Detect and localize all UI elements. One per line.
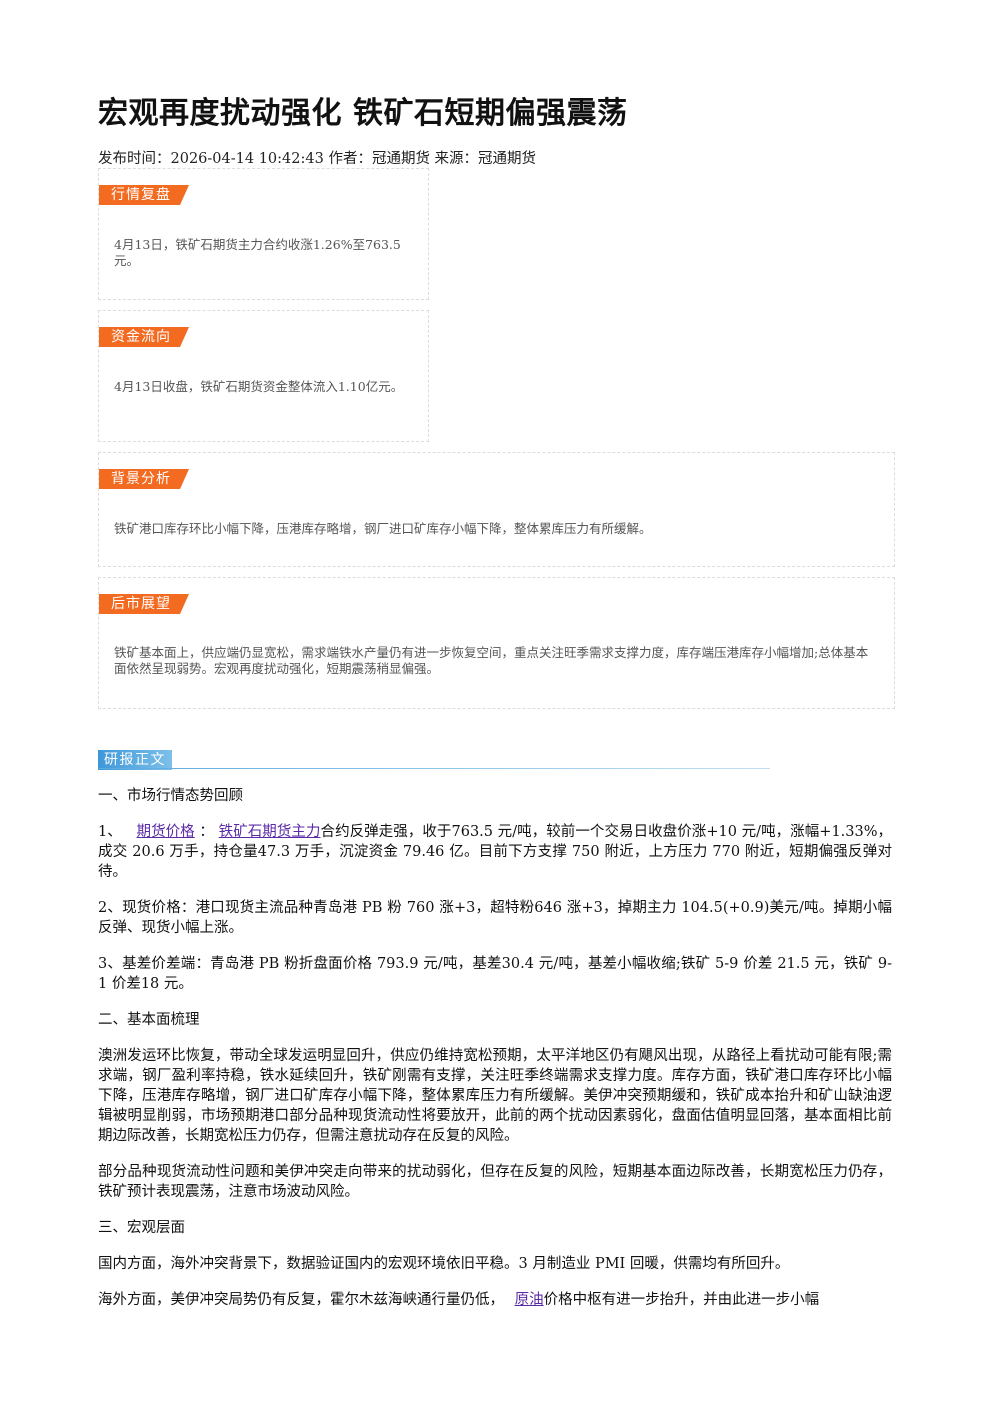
report-body-tag: 研报正文 [98, 750, 172, 770]
iron-ore-main-link[interactable]: 铁矿石期货主力 [218, 824, 321, 840]
article-meta: 发布时间：2026-04-14 10:42:43 作者：冠通期货 来源：冠通期货 [98, 151, 537, 167]
capital-flow-box: 资金流向 4月13日收盘，铁矿石期货资金整体流入1.10亿元。 [98, 310, 429, 442]
market-review-text: 4月13日，铁矿石期货主力合约收涨1.26%至763.5元。 [114, 237, 401, 268]
section-heading-fundamentals: 二、基本面梳理 [98, 1012, 200, 1028]
background-analysis-box: 背景分析 铁矿港口库存环比小幅下降，压港库存略增，钢厂进口矿库存小幅下降，整体累… [98, 452, 895, 567]
outlook-box: 后市展望 铁矿基本面上，供应端仍显宽松，需求端铁水产量仍有进一步恢复空间，重点关… [98, 577, 895, 709]
capital-flow-text: 4月13日收盘，铁矿石期货资金整体流入1.10亿元。 [114, 379, 404, 394]
crude-oil-link[interactable]: 原油 [514, 1292, 544, 1308]
paragraph-fundamentals-summary: 部分品种现货流动性问题和美伊冲突走向带来的扰动弱化，但存在反复的风险，短期基本面… [98, 1164, 892, 1200]
background-analysis-text: 铁矿港口库存环比小幅下降，压港库存略增，钢厂进口矿库存小幅下降，整体累库压力有所… [114, 521, 652, 536]
market-review-box: 行情复盘 4月13日，铁矿石期货主力合约收涨1.26%至763.5元。 [98, 168, 429, 300]
paragraph-body: 海外方面，美伊冲突局势仍有反复，霍尔木兹海峡通行量仍低， [98, 1292, 504, 1308]
paragraph-body: 价格中枢有进一步抬升，并由此进一步小幅 [543, 1292, 820, 1308]
outlook-tag: 后市展望 [99, 594, 189, 614]
section-heading-market: 一、市场行情态势回顾 [98, 788, 243, 804]
paragraph-futures-price: 1、 期货价格 ： 铁矿石期货主力合约反弹走强，收于763.5 元/吨，较前一个… [98, 822, 892, 882]
paragraph-spot-price: 2、现货价格：港口现货主流品种青岛港 PB 粉 760 涨+3，超特粉646 涨… [98, 900, 892, 936]
market-review-tag: 行情复盘 [99, 185, 189, 205]
paragraph-basis-spread: 3、基差价差端：青岛港 PB 粉折盘面价格 793.9 元/吨，基差30.4 元… [98, 956, 892, 992]
background-analysis-tag: 背景分析 [99, 469, 189, 489]
outlook-text: 铁矿基本面上，供应端仍显宽松，需求端铁水产量仍有进一步恢复空间，重点关注旺季需求… [114, 645, 869, 676]
paragraph-body: 合约反弹走强，收于763.5 元/吨，较前一个交易日收盘价涨+10 元/吨，涨幅… [98, 824, 893, 880]
paragraph-domestic-macro: 国内方面，海外冲突背景下，数据验证国内的宏观环境依旧平稳。3 月制造业 PMI … [98, 1256, 790, 1272]
section-heading-macro: 三、宏观层面 [98, 1220, 185, 1236]
paragraph-colon: ： [199, 824, 214, 840]
paragraph-overseas-macro: 海外方面，美伊冲突局势仍有反复，霍尔木兹海峡通行量仍低， 原油价格中枢有进一步抬… [98, 1290, 892, 1310]
paragraph-fundamentals: 澳洲发运环比恢复，带动全球发运明显回升，供应仍维持宽松预期，太平洋地区仍有飓风出… [98, 1048, 892, 1144]
report-divider [98, 768, 770, 769]
capital-flow-tag: 资金流向 [99, 327, 189, 347]
article-title: 宏观再度扰动强化 铁矿石短期偏强震荡 [98, 96, 628, 131]
paragraph-prefix: 1、 [98, 824, 122, 840]
futures-price-link[interactable]: 期货价格 [136, 824, 195, 840]
